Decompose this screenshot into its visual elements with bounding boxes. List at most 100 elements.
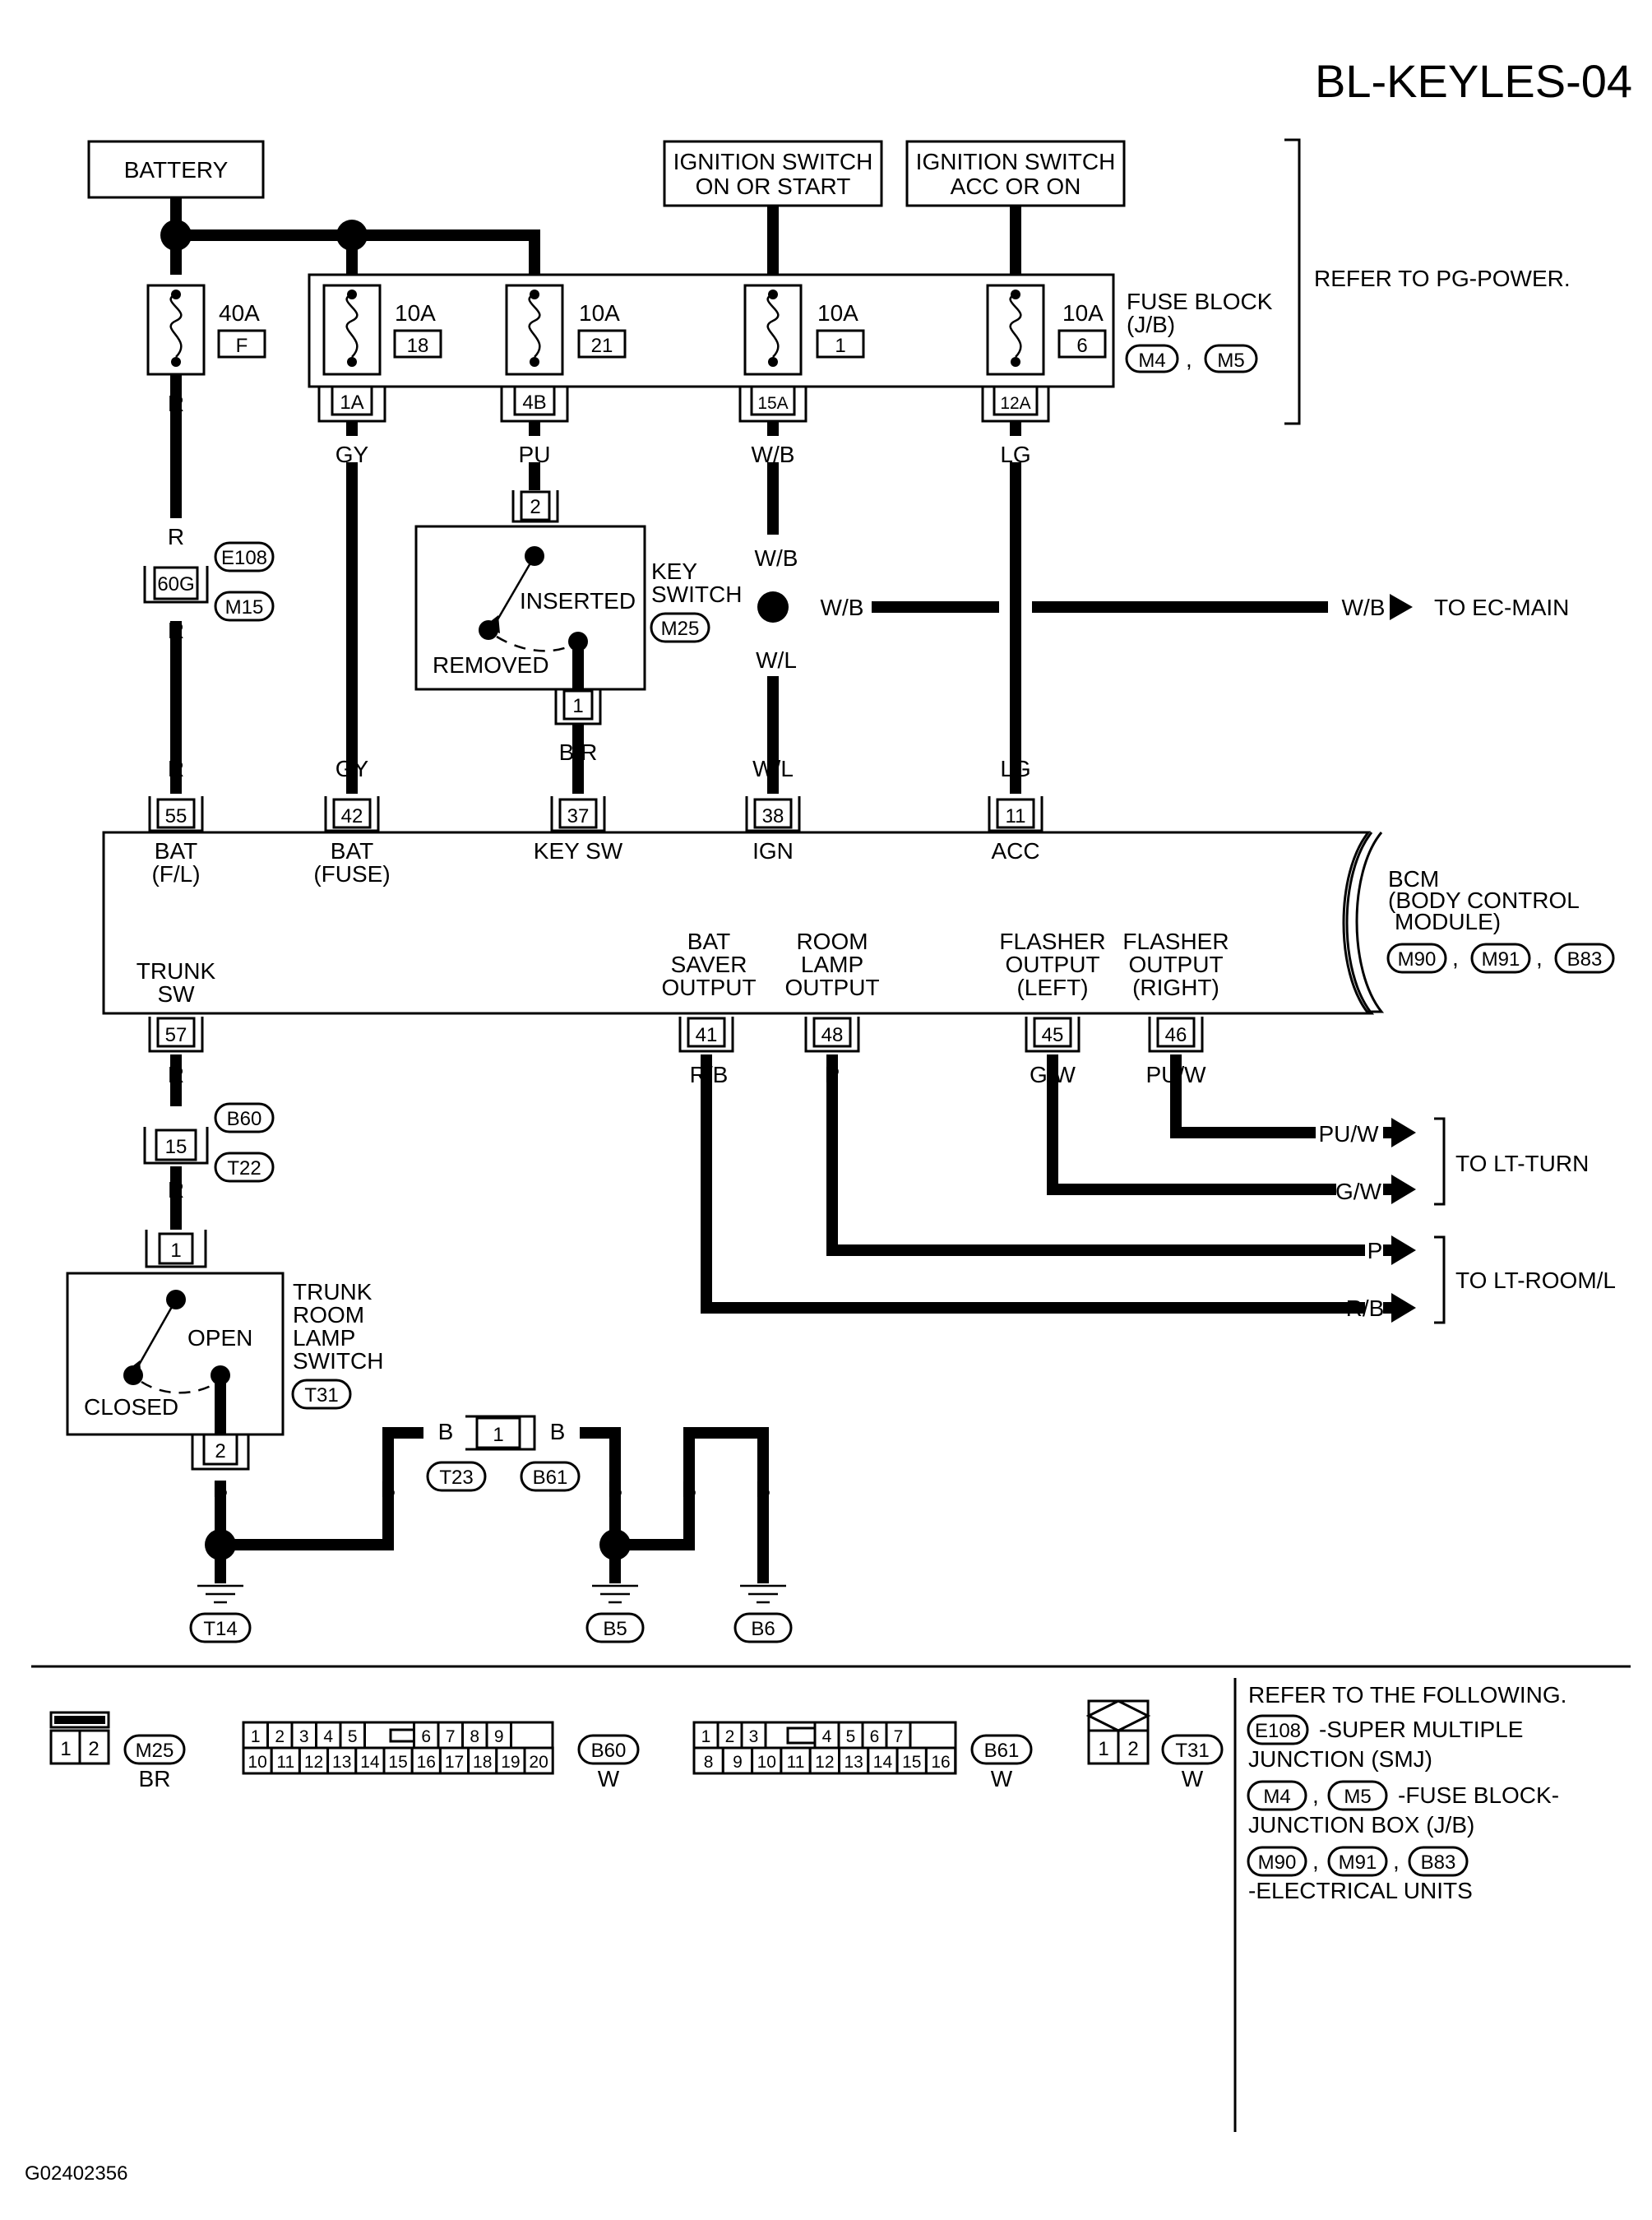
svg-text:57: 57 — [165, 1024, 187, 1046]
bcm-title: BCM (BODY CONTROL MODULE) M90 , M91 , B8… — [1386, 866, 1615, 974]
pin-number: 13 — [844, 1753, 863, 1772]
svg-text:B83: B83 — [1567, 948, 1603, 971]
pin-number: 5 — [846, 1727, 856, 1746]
svg-text:,: , — [1452, 945, 1459, 971]
svg-text:T31: T31 — [304, 1384, 338, 1407]
battery-box: BATTERY — [87, 140, 265, 199]
fuse-21-id: 21 — [591, 335, 613, 357]
svg-text:2: 2 — [1127, 1738, 1138, 1760]
svg-text:TRUNK: TRUNK — [293, 1279, 373, 1305]
ground-t14: T14 — [203, 1618, 237, 1640]
to-ec-main: TO EC-MAIN — [1434, 595, 1569, 620]
pin-number: 3 — [749, 1727, 759, 1746]
joint-60g-conn1: E108 — [221, 547, 267, 569]
pin-number: 4 — [822, 1727, 832, 1746]
page-title: BL-KEYLES-04 — [1315, 55, 1632, 107]
svg-text:M5: M5 — [1344, 1786, 1371, 1808]
fuse-40a-amp: 40A — [219, 300, 260, 326]
joint-15: 15 B60 T22 R — [143, 1102, 275, 1203]
connector-b60-name: B60 — [591, 1740, 627, 1762]
ignition-acc-on-line1: IGNITION SWITCH — [916, 149, 1116, 174]
svg-text:B/R: B/R — [559, 739, 598, 765]
pin-number: 14 — [360, 1753, 380, 1772]
svg-text:M90: M90 — [1258, 1852, 1297, 1874]
svg-text:ROOM: ROOM — [293, 1302, 364, 1328]
fb-term-4b: 4B — [522, 392, 546, 414]
svg-text:B: B — [756, 1476, 771, 1502]
svg-text:W/L: W/L — [756, 647, 797, 673]
pin-number: 10 — [248, 1753, 266, 1772]
pin-number: 11 — [787, 1753, 805, 1772]
pin-number: 5 — [348, 1727, 358, 1746]
svg-text:1: 1 — [170, 1240, 181, 1262]
svg-text:,: , — [1312, 1848, 1319, 1874]
pin-number: 8 — [470, 1727, 479, 1746]
svg-text:GY: GY — [335, 442, 369, 467]
svg-text:,: , — [1536, 945, 1543, 971]
svg-text:-SUPER MULTIPLE: -SUPER MULTIPLE — [1319, 1717, 1523, 1742]
pin-cell — [523, 1746, 554, 1775]
pin-number: 12 — [304, 1753, 323, 1772]
key-switch-title2: SWITCH — [651, 582, 742, 607]
svg-text:LAMP: LAMP — [801, 952, 863, 977]
connector-m25-name: M25 — [136, 1740, 174, 1762]
wire-labels-bcm-top: R GY W/L LG — [168, 756, 1031, 781]
wb-branch: W/B W/B W/L W/B TO EC-MAIN — [755, 545, 1570, 673]
ground-b5: B5 — [603, 1618, 627, 1640]
to-lt-room: TO LT-ROOM/L — [1455, 1268, 1616, 1293]
svg-text:BAT: BAT — [687, 929, 730, 954]
svg-text:B: B — [381, 1476, 396, 1502]
pin-number: 8 — [704, 1753, 714, 1772]
connector-t31-name: T31 — [1175, 1740, 1209, 1762]
pin-cell — [780, 1746, 812, 1775]
refer-section: REFER TO THE FOLLOWING. E108 -SUPER MULT… — [1247, 1682, 1566, 1903]
pin-number: 9 — [733, 1753, 743, 1772]
svg-text:JUNCTION BOX (J/B): JUNCTION BOX (J/B) — [1248, 1812, 1474, 1838]
svg-text:G/W: G/W — [1335, 1179, 1382, 1204]
fuse-block-title: FUSE BLOCK — [1127, 289, 1273, 314]
joint-60g-conn2: M15 — [225, 596, 264, 619]
svg-text:-ELECTRICAL UNITS: -ELECTRICAL UNITS — [1248, 1878, 1473, 1903]
fuse-block-conn1: M4 — [1138, 350, 1165, 372]
ignition-on-start-line1: IGNITION SWITCH — [673, 149, 873, 174]
svg-text:SAVER: SAVER — [671, 952, 747, 977]
svg-text:15: 15 — [165, 1136, 187, 1158]
ignition-acc-on-box: IGNITION SWITCH ACC OR ON — [905, 140, 1126, 207]
svg-text:OUTPUT: OUTPUT — [1128, 952, 1223, 977]
wire-labels-top: R GY PU W/B LG — [168, 391, 1031, 467]
fuse-10a-6: 10A 6 — [986, 284, 1107, 376]
svg-text:E108: E108 — [1255, 1720, 1301, 1742]
bcm-bottom-pins: TRUNK SW 57 BAT SAVER OUTPUT 41 ROOM LAM… — [137, 929, 1229, 1053]
bcm-top-pins: 55 BAT (F/L) 42 BAT (FUSE) 37 KEY SW 38 … — [148, 796, 1043, 887]
pin-cell — [467, 1746, 498, 1775]
figure-code: G02402356 — [25, 2162, 127, 2185]
svg-text:M4: M4 — [1263, 1786, 1290, 1808]
svg-text:-FUSE BLOCK-: -FUSE BLOCK- — [1398, 1782, 1559, 1808]
connector-t31: 1 2 T31 W — [1085, 1699, 1224, 1791]
key-switch-inserted: INSERTED — [520, 588, 636, 614]
connector-b61-color: W — [991, 1766, 1013, 1791]
svg-text:B: B — [213, 1476, 229, 1502]
pin-cell — [924, 1746, 957, 1775]
fb-term-12a: 12A — [1000, 394, 1030, 413]
svg-text:ACC: ACC — [991, 838, 1039, 864]
svg-text:OUTPUT: OUTPUT — [784, 975, 879, 1000]
svg-text:R/B: R/B — [1346, 1295, 1385, 1321]
svg-text:55: 55 — [165, 805, 187, 827]
svg-text:1: 1 — [60, 1738, 71, 1760]
pin-number: 20 — [529, 1753, 548, 1772]
fb-term-1a: 1A — [340, 392, 363, 414]
key-switch-removed: REMOVED — [433, 652, 549, 678]
bcm-module — [102, 831, 1385, 1015]
svg-text:T22: T22 — [227, 1157, 261, 1180]
ground-circuit: B B B B B B B 1 T23 B61 — [213, 1415, 771, 1502]
fuse-18-id: 18 — [407, 335, 429, 357]
svg-text:,: , — [1393, 1848, 1400, 1874]
svg-text:(LEFT): (LEFT) — [1016, 975, 1088, 1000]
to-lt-turn: TO LT-TURN — [1455, 1151, 1589, 1176]
fuses: 40A F 10A 18 10A 21 10A 1 — [146, 284, 1107, 419]
svg-text:42: 42 — [341, 805, 363, 827]
